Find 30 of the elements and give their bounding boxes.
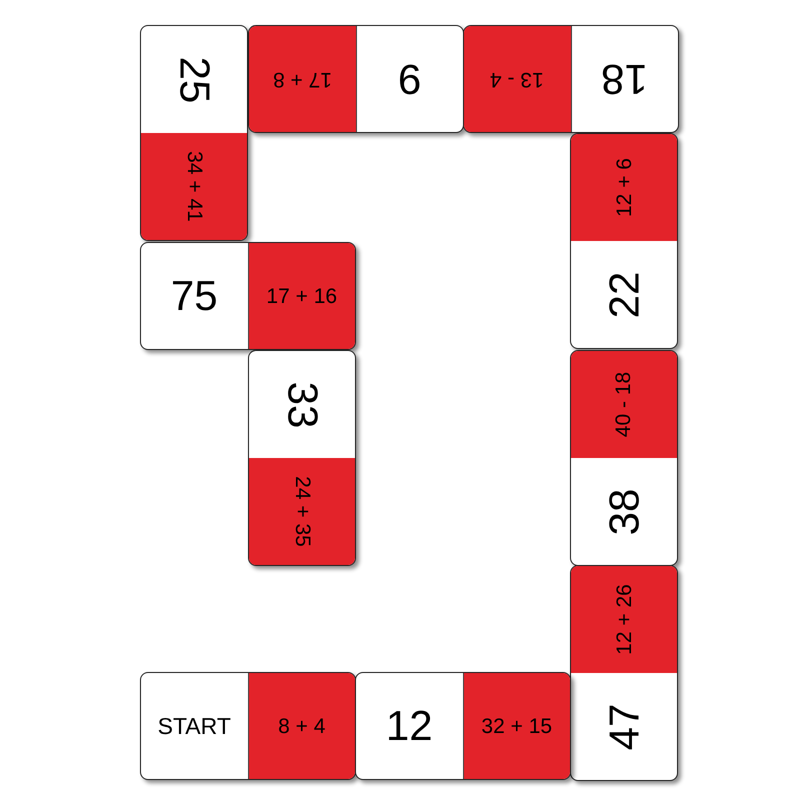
number-text: 38	[603, 488, 645, 535]
domino-tile	[248, 25, 464, 133]
number-text: 9	[398, 58, 422, 100]
domino-tile	[570, 350, 678, 566]
number-text: 25	[173, 56, 215, 103]
expression-text: 24 + 35	[292, 476, 312, 547]
start-label: START	[158, 714, 231, 738]
expression-text: 12 + 6	[614, 158, 634, 217]
expression-text: 17 + 16	[266, 286, 338, 306]
domino-tile	[140, 25, 248, 241]
expression-text: 8 + 4	[278, 716, 326, 736]
domino-tile	[355, 672, 571, 780]
domino-tile	[570, 133, 678, 349]
domino-tile	[248, 350, 356, 566]
number-text: 75	[170, 275, 218, 317]
domino-tile	[140, 242, 356, 350]
number-text: 22	[603, 271, 645, 318]
expression-text: 17 + 8	[272, 68, 332, 90]
expression-text: 32 + 15	[481, 716, 552, 736]
domino-tile	[463, 25, 679, 133]
number-text: 47	[603, 703, 645, 750]
number-text: 12	[386, 705, 433, 747]
domino-tile	[140, 672, 356, 780]
expression-text: 12 + 26	[614, 584, 634, 655]
domino-tile	[570, 565, 678, 781]
expression-text: 13 - 4	[490, 68, 544, 90]
expression-text: 34 + 41	[184, 151, 204, 222]
number-text: 18	[601, 58, 648, 100]
number-text: 33	[281, 381, 323, 428]
expression-text: 40 - 18	[614, 372, 634, 438]
